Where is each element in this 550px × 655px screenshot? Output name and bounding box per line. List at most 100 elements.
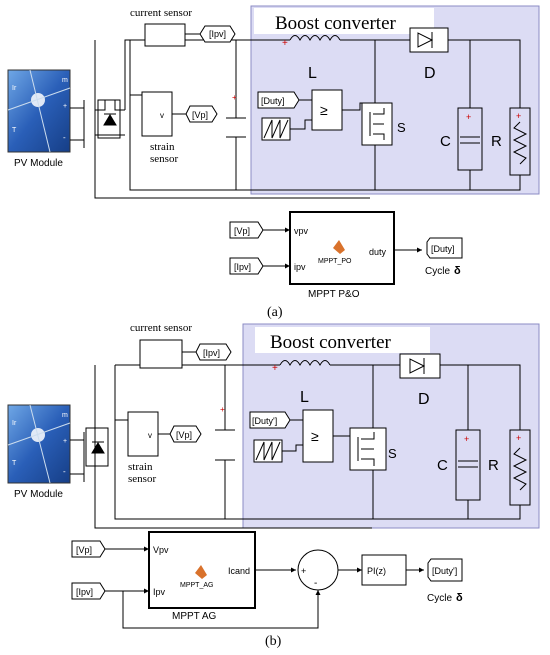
panel-b: Boost converter Ir T m + - PV Module [7,322,540,649]
tag-duty-in [249,411,291,429]
output-capacitor: + [455,429,481,501]
duty-out-text: [Duty'] [432,566,457,576]
diode [409,27,449,53]
strain-label-1: strain [150,141,175,153]
input-capacitor [215,429,235,461]
goto-ipv-text: [Ipv] [76,587,93,597]
sawtooth-generator [253,439,283,463]
sawtooth-generator [261,117,291,141]
goto-vp [229,221,264,239]
current-sensor-label: current sensor [130,7,192,19]
label-v: v [160,111,164,120]
boost-converter-area [242,323,540,529]
inductor [270,360,345,367]
matlab-icon [333,240,345,254]
cycle-label: Cycle [425,266,450,277]
comparator-symbol: ≥ [311,428,319,444]
pv-port-minus: - [63,467,66,476]
label-c: C [440,133,451,150]
duty-out-tag [426,237,463,259]
inductor [280,35,350,42]
tag-ipv-text: [Ipv] [203,348,220,358]
pi-label: PI(z) [367,566,386,576]
tag-vp-text: [Vp] [176,430,192,440]
mppt-po-out: duty [369,247,387,257]
goto-ipv [229,257,264,275]
goto-ipv-text: [Ipv] [234,262,251,272]
bridge-rectifier [97,99,121,139]
load-resistor: + [509,429,531,506]
input-capacitor [226,117,246,138]
mppt-ag-in2: Ipv [153,587,166,597]
diode [399,353,441,379]
pv-label: PV Module [14,489,63,500]
current-sensor-label: current sensor [130,322,192,334]
svg-text:+: + [516,111,521,121]
tag-ipv-text: [Ipv] [209,29,226,39]
pv-port-ir: Ir [12,420,17,427]
cap-plus: + [232,93,237,102]
pi-controller-block [361,554,407,586]
matlab-icon [195,565,207,579]
strain-label-1: strain [128,461,153,473]
mppt-po-in1: vpv [294,226,309,236]
mppt-ag-inner: MPPT_AG [180,582,213,589]
pv-port-m: m [62,412,68,419]
boost-title-box [255,327,430,353]
duty-out-text: [Duty] [431,244,455,254]
sum-plus: + [301,566,306,576]
pv-module: Ir T m + - [7,69,71,153]
mppt-po-inner: MPPT_PO [318,258,352,265]
pv-port-plus: + [63,438,67,445]
goto-ipv [71,582,106,600]
goto-vp-text: [Vp] [76,545,92,555]
strain-sensor-block [127,411,159,457]
strain-sensor-block [141,91,173,137]
tag-vp [185,105,218,123]
pv-port-plus: + [63,103,67,110]
mppt-ag-in1: Vpv [153,545,169,555]
load-resistor: + [509,107,531,176]
mppt-ag-out: Icand [228,566,250,576]
pv-port-t: T [12,460,17,467]
label-r: R [488,457,499,474]
mosfet-switch [361,102,393,146]
mppt-ag-name: MPPT AG [172,611,216,622]
current-sensor-block [139,339,183,369]
svg-text:+: + [466,112,471,122]
strain-label-2: sensor [150,153,178,165]
cycle-label: Cycle [427,593,452,604]
label-d: D [424,65,436,82]
tag-vp-text: [Vp] [192,110,208,120]
boost-title: Boost converter [275,13,397,34]
goto-vp-text: [Vp] [234,226,250,236]
mppt-po-block [289,211,395,285]
cycle-delta: δ [454,265,461,277]
tag-ipv [195,343,232,361]
tag-duty-in-text: [Duty] [261,96,285,106]
comparator-block [302,409,334,463]
mppt-po-in2: ipv [294,262,306,272]
label-c: C [437,457,448,474]
duty-out-tag [427,558,463,582]
label-l: L [308,65,317,82]
caption-a: (a) [267,305,283,320]
pv-port-t: T [12,127,17,134]
caption-b: (b) [265,634,282,649]
svg-text:+: + [516,433,521,443]
mosfet-switch [349,427,387,471]
pv-port-ir: Ir [12,85,17,92]
boost-title: Boost converter [270,332,392,353]
comparator-symbol: ≥ [320,102,328,118]
inductor-plus: + [272,363,278,374]
mppt-po-name: MPPT P&O [308,289,360,300]
tag-duty-in-text: [Duty'] [252,416,277,426]
cycle-delta: δ [456,592,463,604]
current-sensor-block [144,23,186,47]
label-s: S [388,446,397,461]
pv-module: Ir T m + - [7,404,71,484]
pv-port-minus: - [63,133,66,142]
svg-text:+: + [464,434,469,444]
wiring [70,364,521,529]
